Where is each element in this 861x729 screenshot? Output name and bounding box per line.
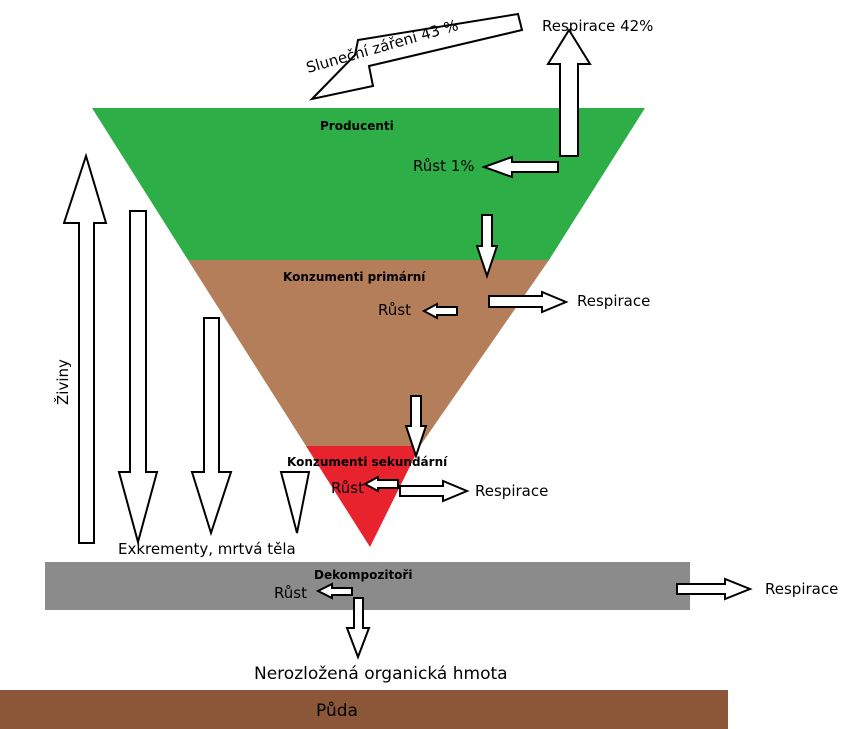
sunlight-arrow [308, 12, 524, 101]
excrement-arrow-3 [279, 471, 311, 534]
growth-decomposers-label: Růst [274, 584, 307, 602]
primary-consumers-label: Konzumenti primární [283, 270, 426, 284]
growth-secondary-arrow [362, 475, 399, 493]
excrement-arrow-2 [190, 317, 233, 537]
excrement-arrow-1 [117, 210, 159, 546]
respiration-secondary-arrow [399, 479, 470, 503]
nutrients-label: Živiny [53, 359, 72, 405]
respiration-up-arrow [546, 28, 592, 157]
growth-decomposers-arrow [315, 582, 353, 600]
producers-to-primary-arrow [475, 214, 499, 280]
primary-consumers-level [188, 260, 549, 446]
primary-to-secondary-arrow [404, 395, 428, 460]
respiration-primary-label: Respirace [577, 292, 650, 310]
growth-primary-label: Růst [378, 301, 411, 319]
decomposers-down-arrow [345, 597, 371, 660]
secondary-consumers-level [306, 446, 420, 547]
respiration-top-label: Respirace 42% [542, 17, 653, 35]
decomposers-label: Dekompozitoři [314, 568, 412, 582]
soil-label: Půda [316, 701, 358, 721]
undecomposed-label: Nerozložená organická hmota [254, 664, 508, 684]
excrement-label: Exkrementy, mrtvá těla [118, 540, 296, 558]
producers-label: Producenti [320, 119, 394, 133]
nutrients-arrow [62, 152, 108, 544]
soil-bar [0, 690, 728, 729]
producers-level [92, 108, 645, 260]
respiration-primary-arrow [488, 290, 569, 314]
decomposers-bar [45, 562, 690, 610]
growth-secondary-label: Růst [331, 479, 364, 497]
secondary-consumers-label: Konzumenti sekundární [287, 455, 448, 469]
respiration-decomposers-label: Respirace [765, 580, 838, 598]
respiration-decomposers-arrow [676, 577, 753, 601]
growth-primary-arrow [421, 302, 458, 320]
growth-producers-label: Růst 1% [413, 157, 475, 175]
growth-producers-arrow [481, 155, 559, 179]
respiration-secondary-label: Respirace [475, 482, 548, 500]
